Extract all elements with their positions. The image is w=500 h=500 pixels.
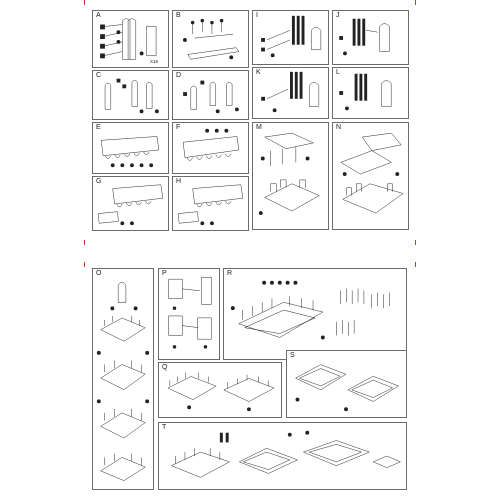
assembly-drawing xyxy=(261,15,322,58)
step-label: Q xyxy=(162,364,168,371)
assembly-drawing xyxy=(182,128,240,161)
step-panel-d: D xyxy=(172,70,249,120)
step-label: E xyxy=(96,124,101,131)
step-label: I xyxy=(256,12,258,19)
step-label: T xyxy=(162,424,167,431)
step-label: O xyxy=(96,270,102,277)
step-panel-p: P xyxy=(158,268,220,360)
step-panel-t: T xyxy=(158,422,407,490)
step-panel-l: L xyxy=(332,67,409,119)
assembly-drawing xyxy=(339,18,390,56)
step-panel-f: F xyxy=(172,122,249,174)
assembly-drawing xyxy=(295,364,399,412)
step-panel-c: C xyxy=(92,70,169,120)
assembly-drawing xyxy=(97,184,164,226)
step-panel-r: R xyxy=(223,268,407,360)
step-label: K xyxy=(256,69,261,76)
assembly-drawing xyxy=(182,18,240,60)
step-panel-i: I xyxy=(252,10,329,65)
step-label: L xyxy=(336,69,340,76)
trim-mark xyxy=(415,262,416,267)
step-label: S xyxy=(290,352,295,359)
step-label: J xyxy=(336,12,340,19)
step-panel-n: N xyxy=(332,122,409,230)
step-panel-q: Q xyxy=(158,362,282,418)
quantity-note: X18 xyxy=(150,59,159,64)
assembly-drawing xyxy=(168,276,212,349)
assembly-drawing xyxy=(261,71,320,113)
assembly-drawing xyxy=(258,132,320,215)
assembly-drawing xyxy=(170,430,402,478)
step-panel-k: K xyxy=(252,67,329,119)
step-label: A xyxy=(96,12,101,19)
step-panel-b: B xyxy=(172,10,249,68)
step-label: N xyxy=(336,124,342,131)
step-label: R xyxy=(227,270,233,277)
step-label: F xyxy=(176,124,181,131)
assembly-drawing xyxy=(339,73,392,111)
assembly-drawing xyxy=(167,372,275,412)
trim-mark xyxy=(84,262,85,267)
trim-mark xyxy=(84,0,85,5)
step-panel-e: E xyxy=(92,122,169,174)
assembly-drawing xyxy=(104,78,159,114)
step-panel-o: O xyxy=(92,268,154,490)
instruction-sheet-top: A X18 B C D E xyxy=(80,0,420,245)
step-panel-j: J xyxy=(332,10,409,65)
assembly-drawing xyxy=(100,136,160,168)
assembly-drawing xyxy=(96,281,150,481)
step-label: C xyxy=(96,72,102,79)
instruction-sheet-bottom: O P R xyxy=(80,262,420,500)
step-panel-a: A X18 xyxy=(92,10,169,68)
step-panel-s: S xyxy=(286,350,407,418)
trim-mark xyxy=(84,240,85,245)
step-label: M xyxy=(256,124,262,131)
step-label: D xyxy=(176,72,182,79)
assembly-drawing xyxy=(340,132,404,214)
assembly-drawing xyxy=(183,80,239,114)
step-label: G xyxy=(96,178,102,185)
assembly-drawing xyxy=(177,184,244,226)
step-label: B xyxy=(176,12,181,19)
step-label: P xyxy=(162,270,167,277)
assembly-drawing xyxy=(230,280,390,340)
trim-mark xyxy=(415,240,416,245)
assembly-drawing xyxy=(100,18,157,60)
step-label: H xyxy=(176,178,182,185)
trim-mark xyxy=(415,0,416,5)
step-panel-h: H xyxy=(172,176,249,231)
step-panel-g: G xyxy=(92,176,169,231)
step-panel-m: M xyxy=(252,122,329,230)
